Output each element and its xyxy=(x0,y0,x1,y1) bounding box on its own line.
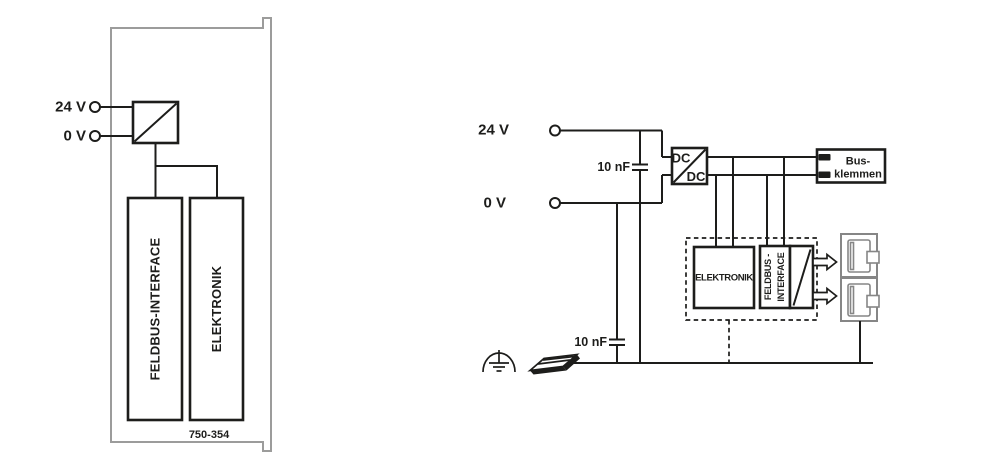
cap-top-label: 10 nF xyxy=(597,160,630,174)
supply-schematic-diagram: 24 V 0 V 10 nF 10 nF DC DC xyxy=(478,122,887,375)
left-terminal-0v-icon xyxy=(89,130,101,142)
module-housing-outline xyxy=(110,17,272,452)
fieldbus-connector-bottom-icon xyxy=(840,277,880,322)
fieldbus-signal-arrow-top-icon xyxy=(812,252,838,272)
left-24v-label: 24 V xyxy=(55,99,86,116)
right-feldbus-label-line2: INTERFACE xyxy=(776,252,786,301)
dcdc-bottom-label: DC xyxy=(687,169,706,184)
left-feldbus-interface-label: FELDBUS-INTERFACE xyxy=(148,237,163,380)
left-elektronik-box xyxy=(188,196,245,422)
right-0v-label: 0 V xyxy=(483,195,506,212)
right-elektronik-box xyxy=(692,245,756,310)
isolation-dashed-box xyxy=(685,237,818,321)
fieldbus-signal-arrow-bottom-icon xyxy=(812,286,838,306)
bus-klemmen-label-line2: klemmen xyxy=(834,169,882,181)
fieldbus-connector-top-icon xyxy=(840,233,880,278)
isolation-barrier-diagonal xyxy=(792,249,812,306)
left-terminal-24v-icon xyxy=(89,101,101,113)
left-elektronik-label: ELEKTRONIK xyxy=(209,265,224,352)
left-feldbus-interface-box xyxy=(126,196,184,422)
right-elektronik-label: ELEKTRONIK xyxy=(695,273,753,284)
right-feldbus-label-line1: FELDBUS - xyxy=(763,254,773,300)
earth-ground-icon xyxy=(482,350,516,373)
part-number-label: 750-354 xyxy=(189,429,230,441)
dcdc-top-label: DC xyxy=(672,151,691,166)
left-dcdc-diagonal xyxy=(133,102,178,143)
din-rail-icon xyxy=(527,353,580,375)
bus-klemmen-pad-top-icon xyxy=(818,154,831,161)
dcdc-diagonal xyxy=(672,148,707,184)
right-24v-label: 24 V xyxy=(478,122,509,139)
module-internal-diagram: 24 V 0 V FELDBUS-INTERFACE ELEKTRONIK 75… xyxy=(55,17,272,452)
cap-bottom-label: 10 nF xyxy=(574,335,607,349)
right-terminal-0v-icon xyxy=(549,197,561,209)
bus-klemmen-pad-bottom-icon xyxy=(818,171,831,178)
left-0v-label: 0 V xyxy=(63,128,86,145)
bus-klemmen-label-line1: Bus- xyxy=(846,156,871,168)
right-terminal-24v-icon xyxy=(549,124,561,137)
